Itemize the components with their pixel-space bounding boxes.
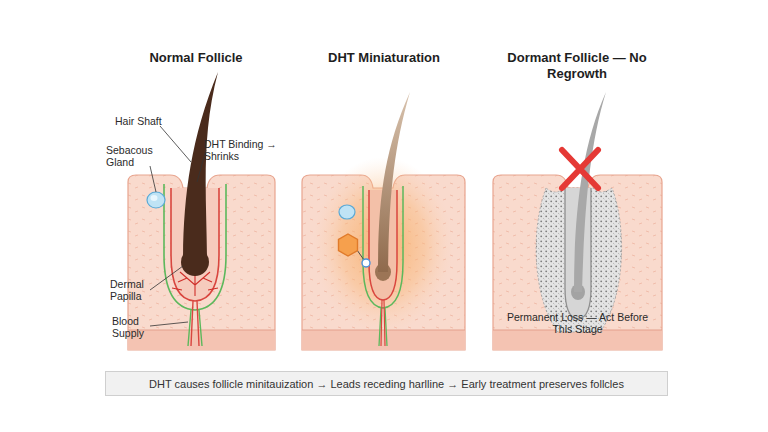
panel-title: DHT Miniaturation — [309, 50, 459, 66]
summary-band: DHT causes follicle minitauization → Lea… — [105, 371, 668, 396]
panel-title: Dormant Follicle — No Regrowth — [502, 50, 652, 82]
miniaturizing-follicle — [339, 92, 411, 346]
part-label: Blood Supply — [112, 316, 160, 339]
panel-title: Normal Follicle — [121, 50, 271, 66]
part-label: Sebacous Gland — [106, 145, 166, 168]
part-label: Hair Shaft — [115, 116, 185, 128]
panel: DHT Miniaturation — [288, 38, 480, 360]
dormant-follicle — [536, 92, 621, 332]
panel: Normal Follicle — [105, 38, 287, 360]
part-label: Permanent Loss — Act Before This Stage — [500, 312, 655, 335]
summary-text: DHT causes follicle minitauization → Lea… — [106, 372, 667, 396]
part-label: DHT Binding → Shrinks — [204, 139, 286, 162]
leader-lines — [150, 126, 206, 326]
normal-follicle — [147, 72, 226, 346]
part-label: Dermal Papilla — [110, 279, 160, 302]
